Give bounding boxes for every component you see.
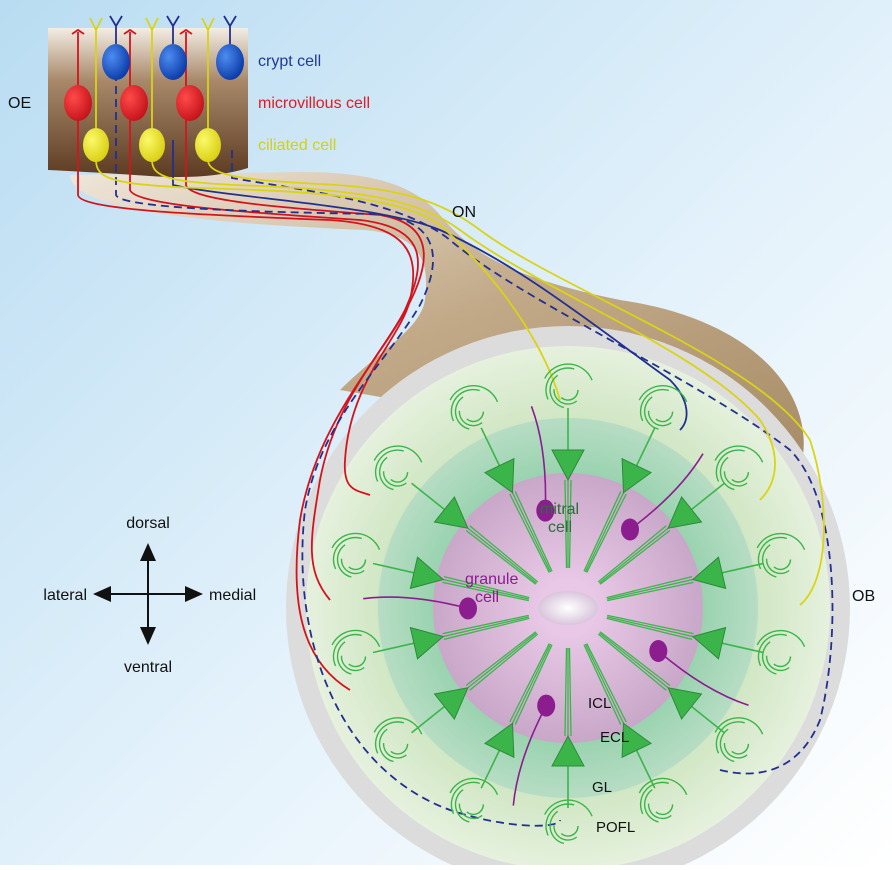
granule-cell xyxy=(621,453,704,541)
receptor-cells xyxy=(64,15,244,162)
pofl-label: POFL xyxy=(596,819,635,836)
ciliated-cell-body-2 xyxy=(139,128,165,162)
microvillous-cell-body-1 xyxy=(64,85,92,121)
dorsal-label: dorsal xyxy=(126,515,170,532)
glomerulus xyxy=(638,384,688,430)
crypt-cell-body-3 xyxy=(216,44,244,80)
ciliated-cell-label: ciliated cell xyxy=(258,137,336,154)
mitral-cell xyxy=(411,482,539,585)
mitral-cell xyxy=(372,614,530,660)
icl-label: ICL xyxy=(588,695,611,712)
granule-cell xyxy=(363,596,477,620)
crypt-cell-label: crypt cell xyxy=(258,53,321,70)
mitral-cell xyxy=(606,556,764,602)
granule-cell xyxy=(649,640,749,707)
glomerulus xyxy=(449,384,499,430)
granule-cell-label-line1: granule xyxy=(465,571,518,588)
crypt-cell-body-2 xyxy=(159,44,187,80)
glomerulus xyxy=(331,629,381,675)
mitral-cell xyxy=(597,631,725,734)
bulb-center xyxy=(538,591,598,625)
glomerulus xyxy=(373,717,423,763)
ventral-label: ventral xyxy=(124,659,172,676)
glomerulus xyxy=(373,445,423,491)
oe-label: OE xyxy=(8,95,31,112)
gl-label: GL xyxy=(592,779,612,796)
granule-cells xyxy=(363,406,749,806)
microvillous-cell-body-3 xyxy=(176,85,204,121)
mitral-cell xyxy=(597,482,725,585)
crypt-cell-body-1 xyxy=(102,44,130,80)
lateral-label: lateral xyxy=(43,587,87,604)
olfactory-bulb xyxy=(286,326,850,870)
glomerulus xyxy=(756,532,806,578)
medial-label: medial xyxy=(209,587,256,604)
granule-cell-label-line2: cell xyxy=(475,589,499,606)
glomerulus xyxy=(544,363,593,409)
glomerulus xyxy=(449,777,499,823)
orientation-compass: dorsal ventral lateral medial xyxy=(43,515,256,676)
granule-cell xyxy=(512,694,556,806)
labels: OE crypt cell microvillous cell ciliated… xyxy=(8,53,875,836)
microvillous-cell-body-2 xyxy=(120,85,148,121)
mitral-cell-label-line1: mitral xyxy=(540,501,579,518)
on-label: ON xyxy=(452,204,476,221)
glomerulus xyxy=(756,629,806,675)
mitral-cell xyxy=(551,647,585,808)
microvillous-cell-label: microvillous cell xyxy=(258,95,370,112)
mitral-cell xyxy=(583,427,656,573)
glomeruli xyxy=(331,363,806,845)
mitral-cell xyxy=(606,614,764,660)
mitral-cell xyxy=(480,427,553,573)
glomerulus xyxy=(638,777,688,823)
mitral-cell xyxy=(411,631,539,734)
axon-bundle xyxy=(77,60,834,827)
mitral-cell xyxy=(372,556,530,602)
mitral-cell xyxy=(551,408,585,569)
ciliated-cell-body-1 xyxy=(83,128,109,162)
granule-cell xyxy=(530,406,555,522)
glomerulus xyxy=(714,445,764,491)
ecl-label: ECL xyxy=(600,729,629,746)
ob-label: OB xyxy=(852,588,875,605)
mitral-cell xyxy=(480,643,553,789)
mitral-cells xyxy=(372,408,764,808)
mitral-cell xyxy=(583,643,656,789)
ciliated-cell-body-3 xyxy=(195,128,221,162)
glomerulus xyxy=(331,532,381,578)
mitral-cell-label-line2: cell xyxy=(548,519,572,536)
